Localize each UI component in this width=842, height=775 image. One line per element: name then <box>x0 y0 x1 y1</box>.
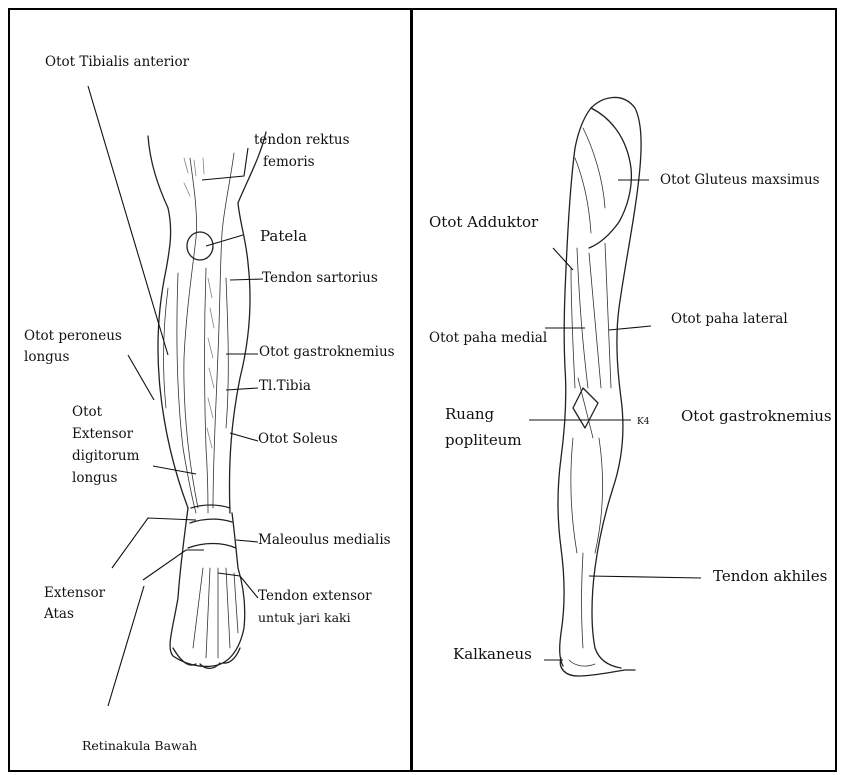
label-adduktor: Otot Adduktor <box>429 213 538 232</box>
label-tendon-extensor-line1: Tendon extensor <box>258 588 372 605</box>
label-gastroknemius: Otot gastroknemius <box>259 344 395 361</box>
label-extensor-digitorum-line1: Otot <box>72 404 102 421</box>
label-ruang-line1: Ruang <box>445 405 494 424</box>
label-paha-lateral: Otot paha lateral <box>671 311 788 328</box>
label-soleus: Otot Soleus <box>258 431 338 448</box>
label-extensor-digitorum-line4: longus <box>72 470 117 487</box>
label-gluteus-maxsimus: Otot Gluteus maxsimus <box>660 172 820 189</box>
label-tibialis-anterior: Otot Tibialis anterior <box>45 54 189 71</box>
label-tendon-sartorius: Tendon sartorius <box>262 270 378 287</box>
label-tl-tibia: Tl.Tibia <box>259 378 311 395</box>
label-k4: K4 <box>637 414 649 430</box>
label-extensor-digitorum-line2: Extensor <box>72 426 133 443</box>
label-extensor-atas-line1: Extensor <box>44 585 105 602</box>
label-tendon-akhiles: Tendon akhiles <box>713 567 827 586</box>
label-peroneus-line1: Otot peroneus <box>24 328 122 345</box>
label-ruang-line2: popliteum <box>445 431 522 450</box>
label-gastroknemius-posterior: Otot gastroknemius <box>681 407 832 426</box>
posterior-leg-panel: Otot Gluteus maxsimus Otot Adduktor Otot… <box>413 8 837 772</box>
label-extensor-atas-line2: Atas <box>44 606 74 623</box>
label-paha-medial: Otot paha medial <box>429 330 547 347</box>
label-tendon-extensor-line2: untuk jari kaki <box>258 610 351 626</box>
label-peroneus-line2: longus <box>24 349 69 366</box>
label-patela: Patela <box>260 227 307 246</box>
label-tendon-rektus-line2: femoris <box>263 154 315 171</box>
anterior-leg-panel: Otot Tibialis anterior tendon rektus fem… <box>8 8 410 772</box>
label-tendon-rektus-line1: tendon rektus <box>254 132 350 149</box>
anterior-leg-illustration <box>8 8 410 772</box>
label-extensor-digitorum-line3: digitorum <box>72 448 139 465</box>
label-kalkaneus: Kalkaneus <box>453 645 532 664</box>
label-retinakula-bawah: Retinakula Bawah <box>82 738 197 754</box>
label-maleolus: Maleoulus medialis <box>258 532 391 549</box>
